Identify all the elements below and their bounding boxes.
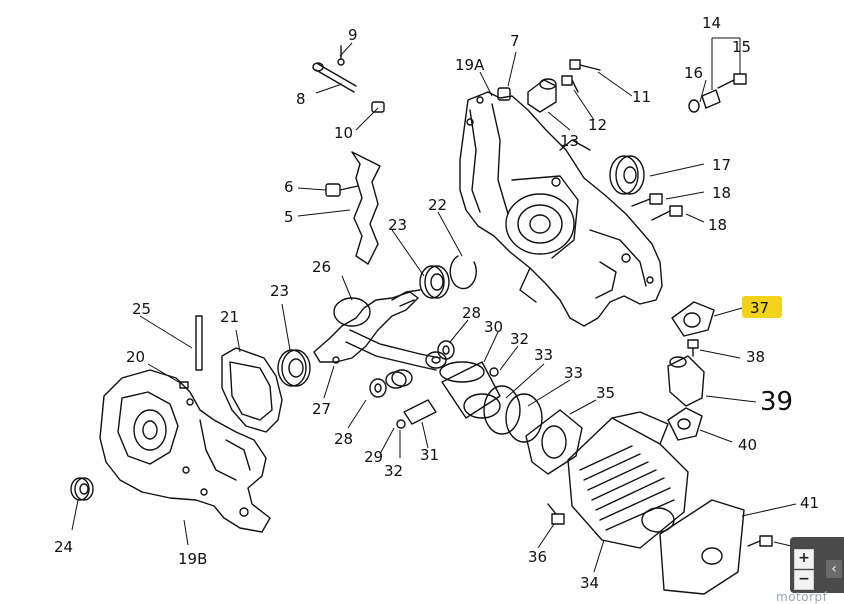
part-labels: 5 6 7 8 9 10 11 12 13 14 15 16 17 18 18 … (54, 14, 823, 592)
label-16[interactable]: 16 (684, 64, 703, 82)
label-23-left[interactable]: 23 (270, 282, 289, 300)
label-23-right[interactable]: 23 (388, 216, 407, 234)
label-34[interactable]: 34 (580, 574, 599, 592)
plate-5 (351, 151, 381, 265)
key-27 (332, 356, 340, 364)
bolt-18-lower (651, 205, 683, 221)
spacer-14 (701, 89, 721, 109)
crankcase-half-19a (459, 91, 663, 327)
bolt-18-upper (631, 193, 663, 207)
label-33-upper[interactable]: 33 (534, 346, 553, 364)
label-19b[interactable]: 19B (178, 550, 207, 568)
label-28-right[interactable]: 28 (462, 304, 481, 322)
label-33-lower[interactable]: 33 (564, 364, 583, 382)
dowel-pin-25 (195, 315, 203, 371)
label-13[interactable]: 13 (560, 132, 579, 150)
snap-ring-22 (449, 255, 477, 290)
label-41[interactable]: 41 (800, 494, 819, 512)
label-26[interactable]: 26 (312, 258, 331, 276)
label-32-upper[interactable]: 32 (510, 330, 529, 348)
needle-bearing-29 (385, 369, 413, 389)
gasket-21 (221, 347, 283, 433)
label-27[interactable]: 27 (312, 400, 331, 418)
boss-13 (527, 78, 557, 113)
label-25[interactable]: 25 (132, 300, 151, 318)
cover-41 (659, 499, 745, 595)
label-18-upper[interactable]: 18 (712, 184, 731, 202)
screw-38 (687, 339, 699, 357)
stud-8 (312, 62, 357, 93)
label-36[interactable]: 36 (528, 548, 547, 566)
label-38[interactable]: 38 (746, 348, 765, 366)
label-12[interactable]: 12 (588, 116, 607, 134)
washer-28-right (437, 340, 455, 360)
collapse-panel-chevron-icon[interactable]: ‹ (826, 560, 842, 578)
washer-28-left (369, 378, 387, 398)
label-24[interactable]: 24 (54, 538, 73, 556)
label-18-lower[interactable]: 18 (708, 216, 727, 234)
clip-32-lower (396, 419, 406, 429)
label-30[interactable]: 30 (484, 318, 503, 336)
label-35[interactable]: 35 (596, 384, 615, 402)
screw-42 (747, 535, 773, 547)
leader-lines (71, 37, 801, 573)
label-39[interactable]: 39 (760, 387, 793, 417)
piston-30 (439, 361, 501, 419)
label-28-left[interactable]: 28 (334, 430, 353, 448)
screw-6 (325, 183, 359, 197)
label-21[interactable]: 21 (220, 308, 239, 326)
clip-32-upper (489, 367, 499, 377)
cylinder-gasket-35 (525, 409, 583, 475)
label-11[interactable]: 11 (632, 88, 651, 106)
oil-seal-17 (609, 155, 645, 195)
zoom-controls: + − (790, 537, 844, 593)
gasket-40 (667, 407, 703, 441)
label-9[interactable]: 9 (348, 26, 358, 44)
label-5[interactable]: 5 (284, 208, 294, 226)
bolt-11 (569, 59, 601, 71)
washer-16 (688, 99, 700, 113)
crankcase-half-19b (99, 369, 271, 533)
label-14[interactable]: 14 (702, 14, 721, 32)
label-29[interactable]: 29 (364, 448, 383, 466)
oil-seal-24 (70, 477, 94, 501)
label-31[interactable]: 31 (420, 446, 439, 464)
label-7[interactable]: 7 (510, 32, 520, 50)
intake-pipe-39 (667, 355, 705, 407)
label-22[interactable]: 22 (428, 196, 447, 214)
nut-7 (497, 87, 511, 101)
label-32-lower[interactable]: 32 (384, 462, 403, 480)
bolt-36 (547, 503, 565, 525)
pin-20 (179, 381, 189, 389)
bolt-12 (561, 75, 579, 93)
label-20[interactable]: 20 (126, 348, 145, 366)
label-40[interactable]: 40 (738, 436, 757, 454)
piston-ring-33a (483, 385, 521, 435)
label-19a[interactable]: 19A (455, 56, 485, 74)
insulator-37 (671, 301, 715, 337)
label-6[interactable]: 6 (284, 178, 294, 196)
screw-9 (337, 45, 345, 66)
bushing-10 (371, 101, 385, 113)
bearing-23-left (277, 349, 311, 387)
label-10[interactable]: 10 (334, 124, 353, 142)
piston-ring-33b (505, 393, 543, 443)
label-15[interactable]: 15 (732, 38, 751, 56)
bearing-23-right (419, 265, 450, 299)
bolt-15 (717, 73, 747, 89)
label-8[interactable]: 8 (296, 90, 306, 108)
piston-pin-31 (403, 399, 437, 425)
label-37[interactable]: 37 (750, 299, 769, 317)
watermark: motorpf (776, 590, 828, 604)
crankshaft-26 (313, 289, 447, 371)
zoom-in-button[interactable]: + (794, 549, 814, 569)
zoom-out-button[interactable]: − (794, 570, 814, 590)
label-37-highlight (742, 296, 782, 318)
label-17[interactable]: 17 (712, 156, 731, 174)
cylinder-34 (567, 411, 689, 549)
